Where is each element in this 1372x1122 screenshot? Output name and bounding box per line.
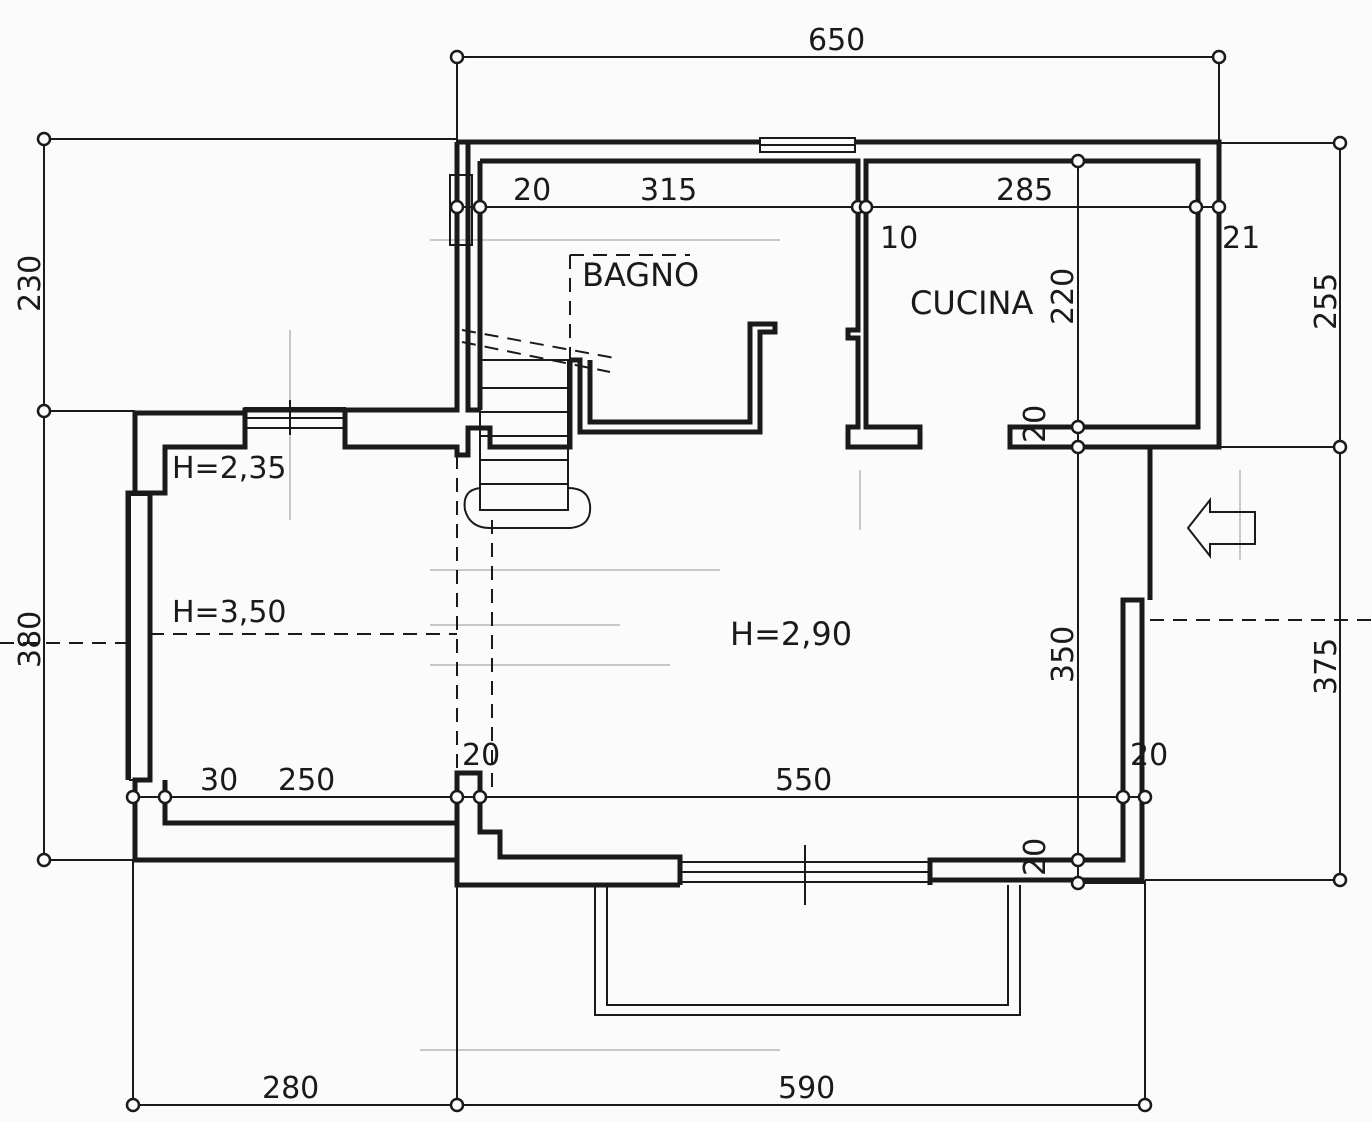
height-label-living: H=2,90	[730, 615, 852, 653]
dim-label-partition: 10	[880, 221, 918, 256]
dim-label-cucina-depth: 220	[1046, 268, 1081, 325]
entrance-arrow-icon	[1186, 497, 1256, 559]
dim-label-bottom-left: 280	[262, 1071, 319, 1106]
dim-label-bagno-wall: 20	[513, 173, 551, 208]
dim-label-top-overall: 650	[808, 23, 865, 58]
dim-label-bottom-wall: 20	[1018, 838, 1053, 876]
dim-label-mid-wall: 20	[462, 738, 500, 773]
dim-label-living-width: 550	[775, 763, 832, 798]
dim-label-cucina-width: 285	[996, 173, 1053, 208]
stairs	[461, 329, 616, 529]
height-label-left-upper: H=2,35	[172, 451, 287, 486]
dim-label-bagno-width: 315	[640, 173, 697, 208]
balcony	[594, 885, 1021, 1016]
dim-label-right-wall: 20	[1130, 738, 1168, 773]
room-label-cucina: CUCINA	[910, 284, 1033, 322]
dashed-lines	[0, 254, 1372, 797]
side-window	[129, 494, 151, 781]
dim-label-left-upper: 230	[13, 255, 48, 312]
dim-label-right-lower: 375	[1309, 638, 1344, 695]
stair-landing	[463, 487, 592, 529]
dim-label-cucina-sill: 20	[1018, 405, 1053, 443]
dimension-ticks	[36, 49, 1348, 1113]
entry-door-jamb	[449, 174, 473, 246]
dim-label-cucina-wall: 21	[1222, 221, 1260, 256]
height-label-left-room: H=3,50	[172, 595, 287, 630]
walls	[125, 137, 1222, 905]
dim-label-left-lower: 380	[13, 611, 48, 668]
dim-label-right-upper: 255	[1309, 273, 1344, 330]
dim-label-living-depth: 350	[1046, 626, 1081, 683]
dim-label-left-wall: 30	[200, 763, 238, 798]
dimension-lines	[43, 56, 1341, 1106]
dim-label-left-room: 250	[278, 763, 335, 798]
room-label-bagno: BAGNO	[582, 256, 699, 294]
dim-label-bottom-right: 590	[778, 1071, 835, 1106]
